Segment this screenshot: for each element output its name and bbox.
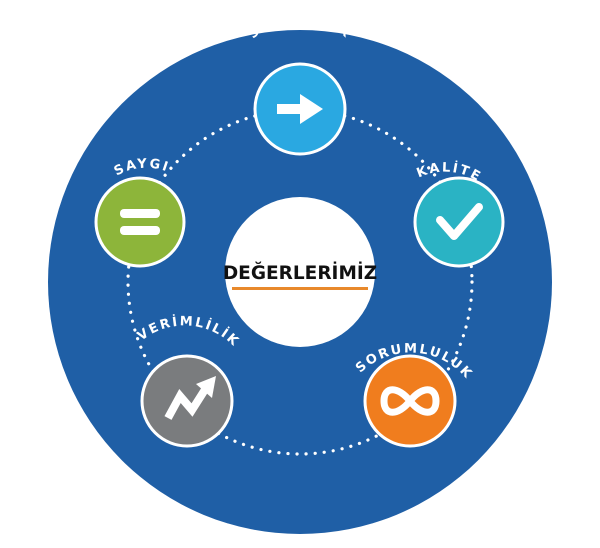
center-title: DEĞERLERİMİZ <box>223 262 377 284</box>
equals-icon <box>120 209 160 235</box>
checkmark-icon <box>436 203 483 240</box>
center-circle <box>225 197 375 347</box>
arrow-right-icon <box>277 94 323 124</box>
growth-arrow-icon <box>164 376 216 420</box>
node-circle-saygi <box>94 176 186 268</box>
infinity-icon <box>380 386 440 416</box>
center-title-underline <box>232 287 368 290</box>
node-circle-kalite <box>413 176 505 268</box>
